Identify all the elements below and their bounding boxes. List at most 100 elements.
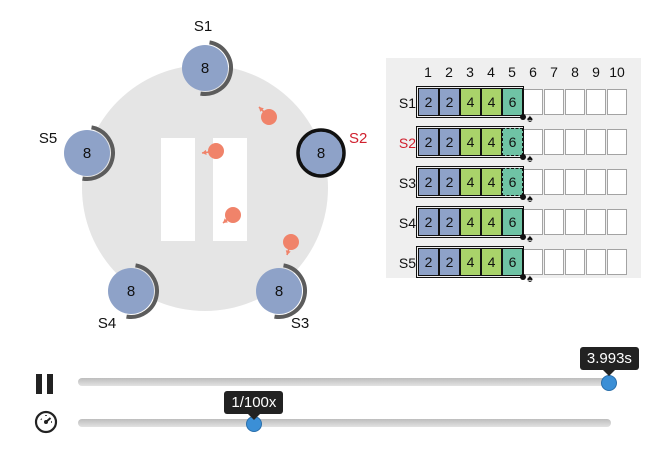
- commit-index-marker: [520, 274, 526, 280]
- server-circle: [256, 268, 302, 314]
- log-empty-slot: [607, 89, 627, 115]
- log-empty-slot: [523, 209, 543, 235]
- log-entry[interactable]: 2: [418, 128, 439, 156]
- log-empty-slot: [544, 129, 564, 155]
- election-timer-arc: [82, 125, 115, 181]
- log-entry[interactable]: 6: [502, 128, 523, 156]
- rpc-message: [201, 143, 224, 159]
- rpc-message: [283, 234, 299, 256]
- server-term: 8: [83, 145, 91, 162]
- next-index-marker: ♠: [527, 273, 533, 285]
- log-row-label: S3: [398, 175, 416, 191]
- server-term: 8: [127, 283, 135, 300]
- log-index-header: 2: [445, 64, 453, 80]
- speed-slider-track[interactable]: [78, 419, 611, 427]
- server-term: 8: [275, 283, 283, 300]
- log-entry[interactable]: 2: [439, 128, 460, 156]
- log-row-label: S4: [398, 215, 416, 231]
- next-index-marker: ♠: [527, 233, 533, 245]
- speedometer-icon[interactable]: [34, 410, 58, 434]
- log-entry[interactable]: 6: [502, 208, 523, 236]
- election-timer-arc: [200, 40, 233, 96]
- server-label: S2: [349, 130, 367, 147]
- log-empty-slot: [544, 209, 564, 235]
- cluster-ring: [82, 65, 328, 311]
- log-entry[interactable]: 2: [418, 88, 439, 116]
- server-circle: [64, 130, 110, 176]
- server-circle: [108, 268, 154, 314]
- log-entry[interactable]: 2: [439, 168, 460, 196]
- election-timer-arc: [126, 263, 159, 319]
- log-entry[interactable]: 4: [481, 208, 502, 236]
- server-node-s4[interactable]: 8S4: [98, 263, 159, 332]
- log-index-header: 3: [466, 64, 474, 80]
- time-tooltip: 3.993s: [579, 347, 639, 376]
- partition-bar-left: [161, 138, 195, 241]
- log-entry[interactable]: 2: [439, 248, 460, 276]
- log-empty-slot: [607, 129, 627, 155]
- log-index-header: 8: [571, 64, 579, 80]
- log-empty-slot: [523, 249, 543, 275]
- log-empty-slot: [523, 169, 543, 195]
- server-label: S3: [291, 315, 309, 332]
- pause-icon: [36, 374, 42, 394]
- server-node-s1[interactable]: 8S1: [182, 18, 233, 96]
- log-entry[interactable]: 4: [481, 168, 502, 196]
- log-index-header: 7: [550, 64, 558, 80]
- log-entry[interactable]: 4: [460, 248, 481, 276]
- log-entry[interactable]: 2: [439, 208, 460, 236]
- log-entry[interactable]: 4: [481, 88, 502, 116]
- server-label: S4: [98, 315, 116, 332]
- pause-button[interactable]: [36, 374, 54, 394]
- log-entry[interactable]: 6: [502, 248, 523, 276]
- commit-index-marker: [520, 154, 526, 160]
- log-row-label: S5: [398, 255, 416, 271]
- log-index-header: 10: [609, 64, 625, 80]
- server-circle: [296, 128, 346, 178]
- log-index-header: 1: [424, 64, 432, 80]
- time-slider-thumb[interactable]: [601, 375, 618, 391]
- log-empty-slot: [523, 89, 543, 115]
- time-slider-track[interactable]: [78, 378, 611, 386]
- log-empty-slot: [565, 129, 585, 155]
- log-entry[interactable]: 2: [418, 208, 439, 236]
- log-empty-slot: [586, 249, 606, 275]
- log-empty-slot: [565, 249, 585, 275]
- next-index-marker: ♠: [527, 193, 533, 205]
- log-empty-slot: [544, 169, 564, 195]
- next-index-marker: ♠: [527, 153, 533, 165]
- server-term: 8: [317, 145, 325, 162]
- log-empty-slot: [586, 89, 606, 115]
- log-index-header: 6: [529, 64, 537, 80]
- log-entry[interactable]: 2: [439, 88, 460, 116]
- server-node-s2[interactable]: 8 S2: [296, 128, 367, 178]
- log-empty-slot: [523, 129, 543, 155]
- election-timer-arc: [274, 263, 307, 319]
- log-entry[interactable]: 4: [460, 168, 481, 196]
- log-empty-slot: [586, 129, 606, 155]
- commit-index-marker: [520, 114, 526, 120]
- speed-tooltip: 1/100x: [224, 391, 284, 420]
- log-entry[interactable]: 4: [460, 88, 481, 116]
- log-entry[interactable]: 2: [418, 168, 439, 196]
- commit-index-marker: [520, 234, 526, 240]
- log-index-header: 5: [508, 64, 516, 80]
- log-entry[interactable]: 4: [481, 248, 502, 276]
- log-empty-slot: [544, 249, 564, 275]
- commit-index-marker: [520, 194, 526, 200]
- log-entry[interactable]: 4: [460, 128, 481, 156]
- log-empty-slot: [607, 249, 627, 275]
- log-row-label: S1: [398, 95, 416, 111]
- log-empty-slot: [607, 209, 627, 235]
- log-entry[interactable]: 2: [418, 248, 439, 276]
- log-row-label: S2: [398, 135, 416, 151]
- server-node-s3[interactable]: 8S3: [256, 263, 309, 332]
- log-entry[interactable]: 6: [502, 168, 523, 196]
- log-index-header: 4: [487, 64, 495, 80]
- log-entry[interactable]: 6: [502, 88, 523, 116]
- server-label: S1: [194, 18, 212, 35]
- log-entry[interactable]: 4: [460, 208, 481, 236]
- log-entry[interactable]: 4: [481, 128, 502, 156]
- server-node-s5[interactable]: 8S5: [39, 125, 115, 181]
